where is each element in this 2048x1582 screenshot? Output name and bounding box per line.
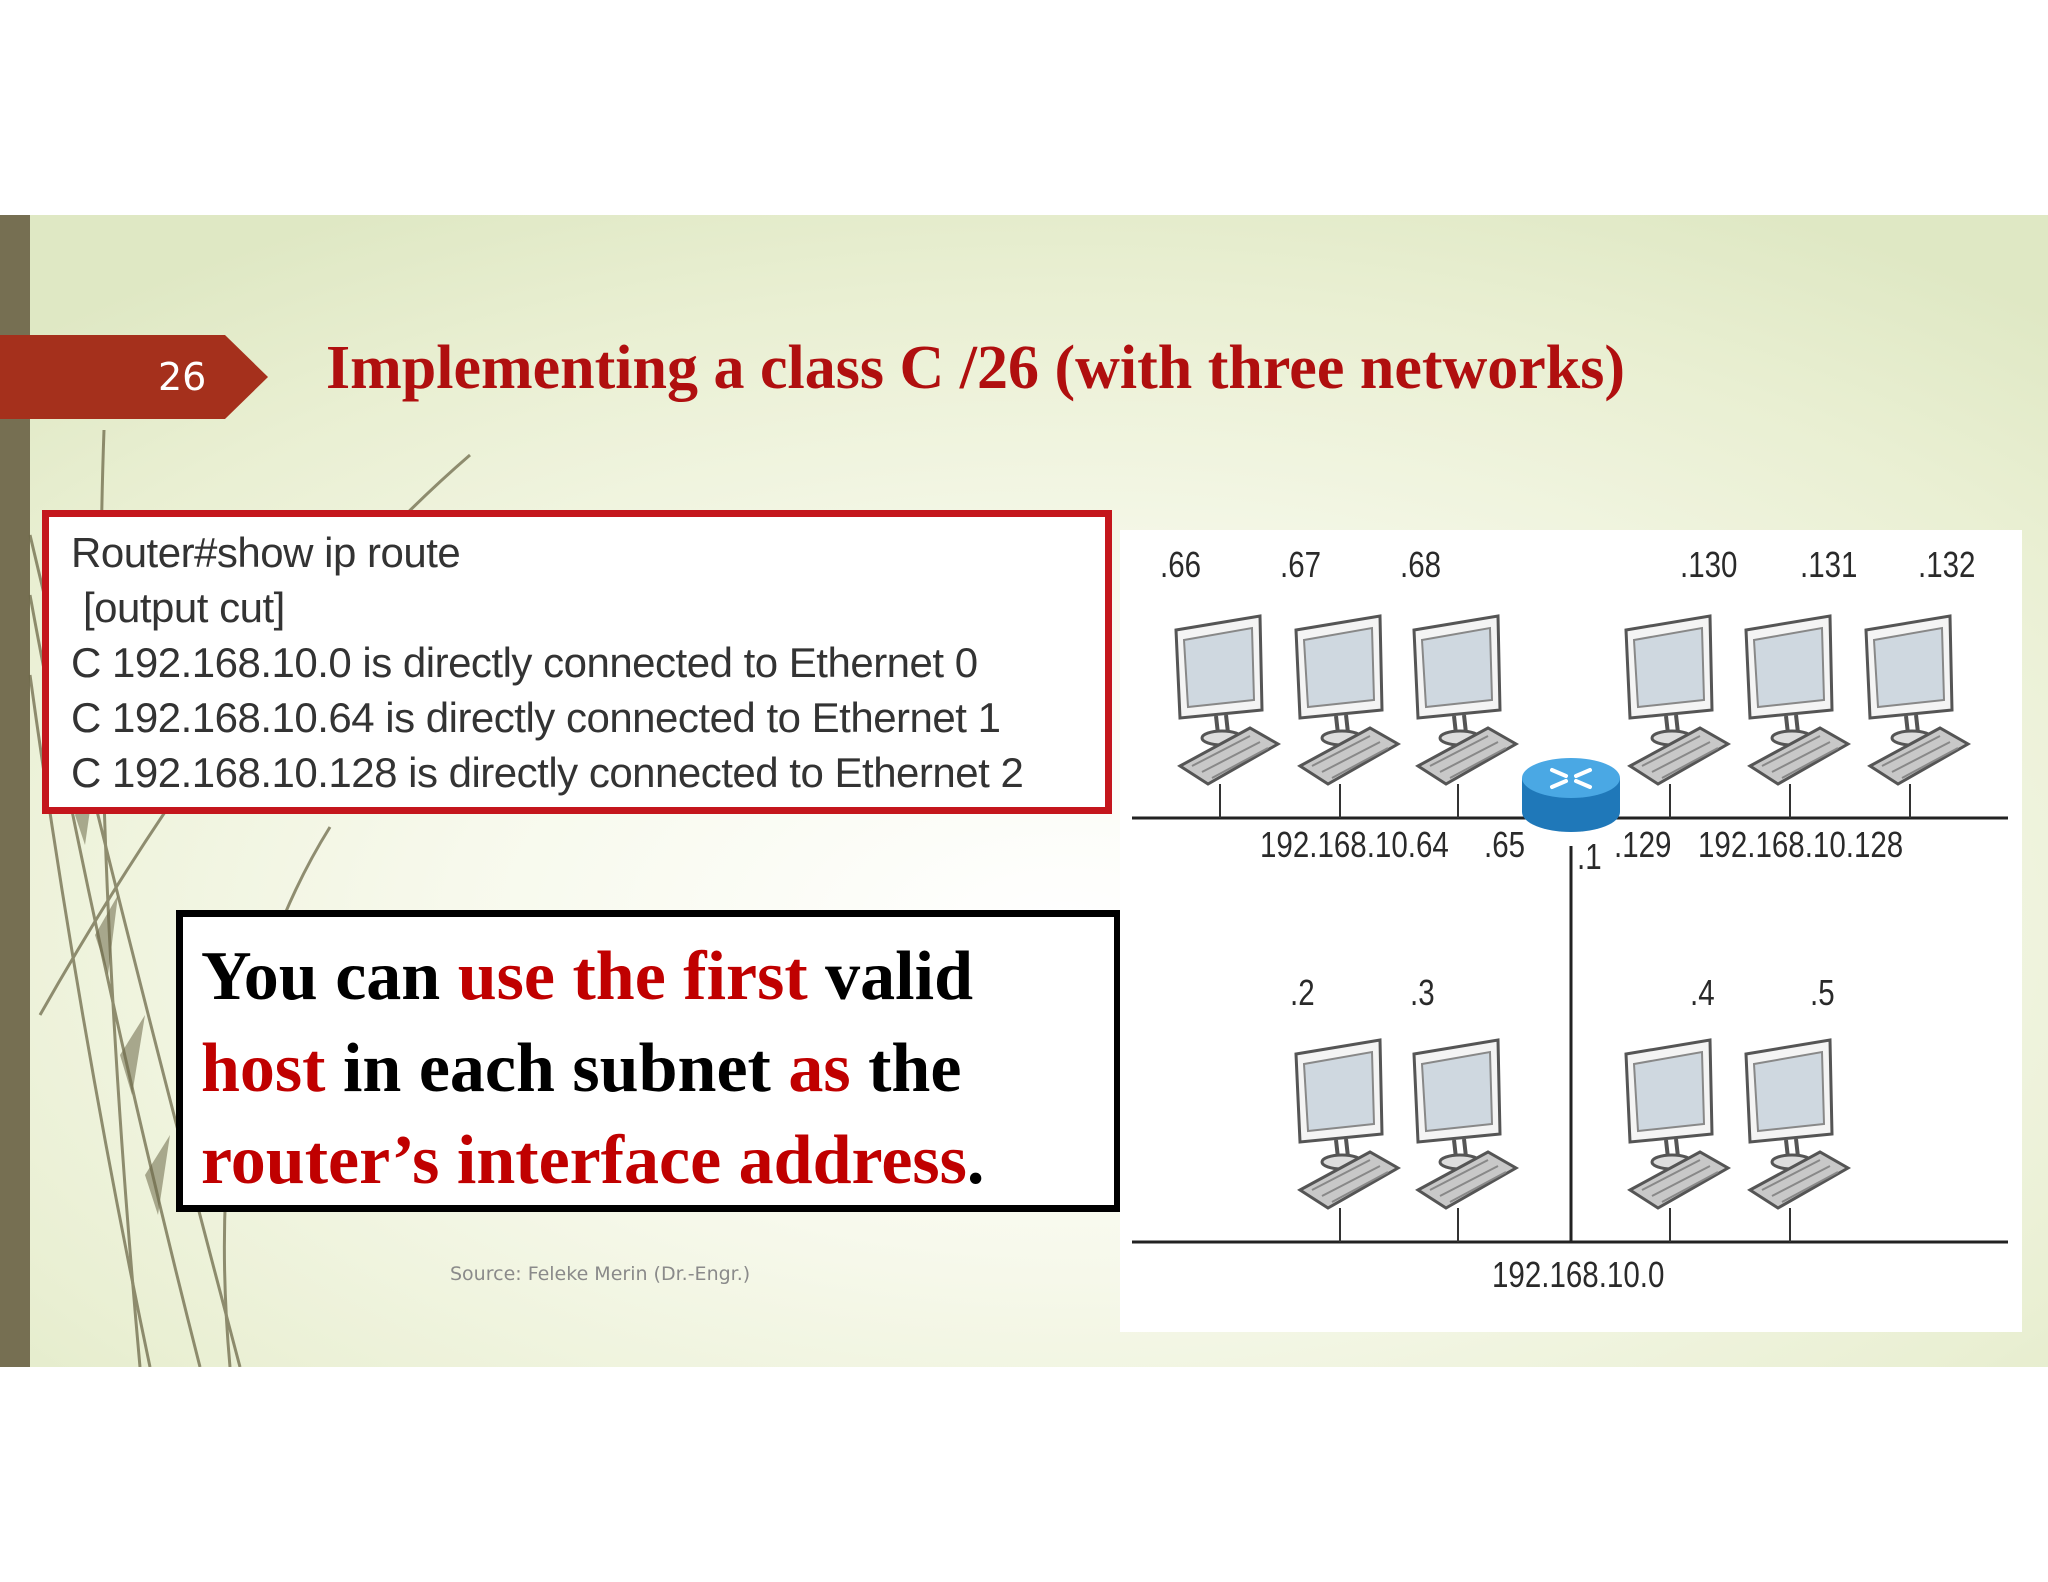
host-label: .67 xyxy=(1280,544,1322,585)
slide-title: Implementing a class C /26 (with three n… xyxy=(326,334,1626,402)
host-label: .2 xyxy=(1290,972,1315,1013)
host-label: .130 xyxy=(1680,544,1738,585)
host-label: .68 xyxy=(1400,544,1442,585)
slide-number-tab: 26 xyxy=(0,335,268,419)
note-highlight: host xyxy=(201,1030,326,1107)
note-text: the xyxy=(850,1030,962,1107)
terminal-line: C 192.168.10.0 is directly connected to … xyxy=(71,639,978,686)
host-label: .3 xyxy=(1410,972,1435,1013)
slide-number: 26 xyxy=(158,355,207,399)
terminal-line: Router#show ip route xyxy=(71,529,461,576)
source-credit: Source: Feleke Merin (Dr.-Engr.) xyxy=(450,1263,751,1285)
note-text: in each subnet xyxy=(325,1030,789,1107)
note-highlight: use the first xyxy=(457,938,808,1015)
terminal-line: [output cut] xyxy=(83,584,285,631)
slide: 26 Implementing a class C /26 (with thre… xyxy=(0,215,2048,1367)
network-label: 192.168.10.0 xyxy=(1492,1254,1665,1295)
interface-label: .1 xyxy=(1577,836,1602,877)
note-highlight: router’s interface address xyxy=(201,1122,967,1199)
host-label: .131 xyxy=(1800,544,1858,585)
host-label: .66 xyxy=(1160,544,1202,585)
host-label: .132 xyxy=(1918,544,1976,585)
interface-label: .129 xyxy=(1614,824,1672,865)
route-output-box: Router#show ip route [output cut] C 192.… xyxy=(42,510,1112,814)
network-label: 192.168.10.128 xyxy=(1698,824,1904,865)
note-text: valid xyxy=(807,938,973,1015)
interface-label: .65 xyxy=(1484,824,1526,865)
note-highlight: as xyxy=(788,1030,851,1107)
network-diagram-svg xyxy=(1132,614,2008,1244)
host-label: .5 xyxy=(1810,972,1835,1013)
host-label: .4 xyxy=(1690,972,1715,1013)
note-text: You can xyxy=(201,938,458,1015)
network-diagram: .66 .67 .68 .130 .131 .132 192.168.10.64… xyxy=(1120,530,2022,1332)
note-text: . xyxy=(966,1122,985,1199)
network-label: 192.168.10.64 xyxy=(1260,824,1449,865)
terminal-line: C 192.168.10.64 is directly connected to… xyxy=(71,694,1001,741)
router-icon xyxy=(1522,758,1620,832)
terminal-line: C 192.168.10.128 is directly connected t… xyxy=(71,749,1024,796)
note-box: You can use the first valid host in each… xyxy=(176,910,1121,1212)
